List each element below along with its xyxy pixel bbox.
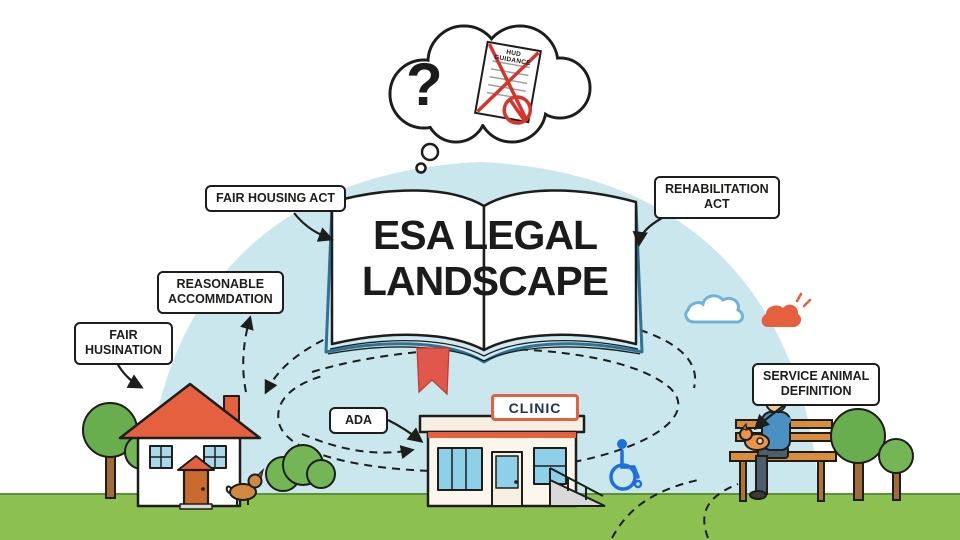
sun-icon [761, 292, 812, 327]
label-ada: ADA [329, 407, 389, 435]
cloud-icon [684, 294, 744, 324]
bookmark-ribbon [416, 347, 450, 396]
clinic-sign: CLINIC [491, 394, 579, 421]
house-dog-icon [225, 468, 265, 505]
bush [265, 444, 336, 492]
open-book [324, 189, 644, 396]
no-symbol-icon [502, 95, 533, 125]
clinic-window-left [437, 447, 483, 491]
bubble-tail-large [420, 142, 440, 162]
person-with-dog [739, 387, 791, 500]
label-rehabilitation-act: REHABILITATION ACT [654, 176, 780, 219]
wheelchair-icon [609, 439, 643, 491]
trees-right [830, 408, 914, 501]
thought-bubble [388, 24, 592, 174]
bubble-tail-small [415, 162, 427, 174]
label-fair-housing-act: FAIR HOUSING ACT [205, 185, 346, 213]
house-illustration [118, 382, 262, 510]
label-fair-husination: FAIR HUSINATION [74, 322, 173, 365]
dashed-paths [240, 315, 739, 539]
red-x-icon [476, 43, 540, 121]
label-service-animal-definition: SERVICE ANIMAL DEFINITION [752, 363, 881, 406]
question-mark-icon: ? [406, 51, 443, 118]
page-title: ESA LEGAL LANDSCAPE [352, 212, 618, 305]
page-title-line1: ESA LEGAL [372, 212, 598, 258]
page-title-line2: LANDSCAPE [361, 257, 609, 304]
wheelchair-ramp [549, 467, 606, 507]
hud-guidance-document [474, 40, 542, 125]
label-reasonable-accommodation: REASONABLE ACCOMMDATION [157, 271, 284, 314]
